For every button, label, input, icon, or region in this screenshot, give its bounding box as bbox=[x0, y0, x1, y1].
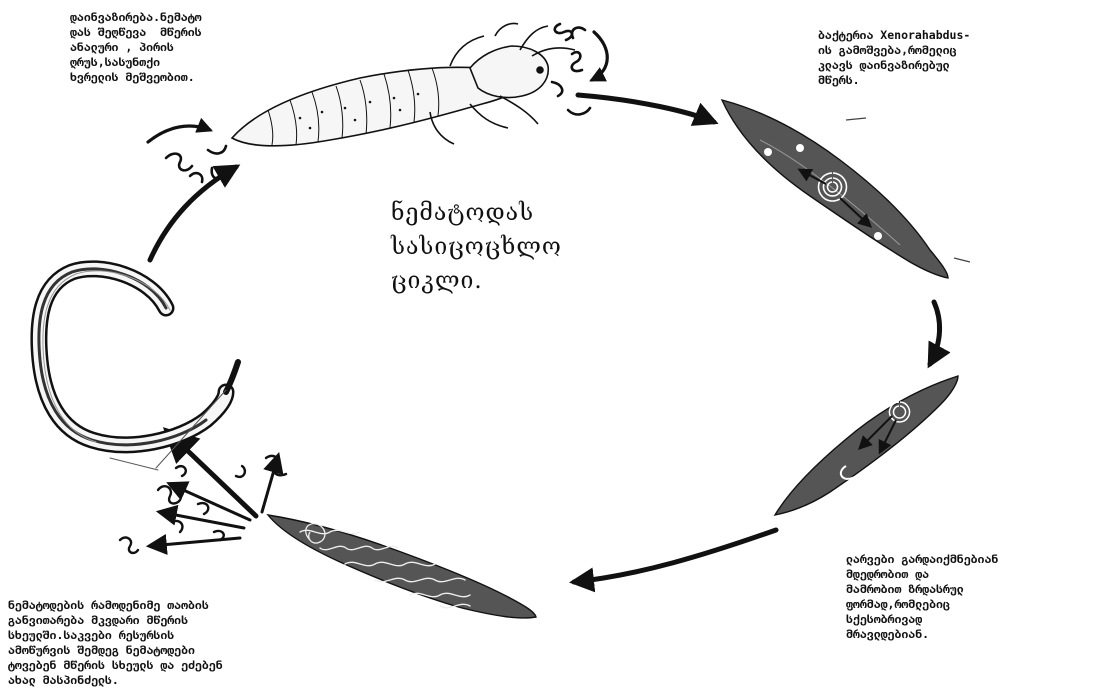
cycle-arrow-top-right bbox=[578, 95, 714, 122]
insect-host-top bbox=[232, 24, 575, 146]
cycle-arrow-left bbox=[150, 167, 236, 260]
emerging-nematodes bbox=[120, 456, 286, 553]
caption-nematode-generations: ნემატოდების რამოდენიმე თაობის განვითარებ… bbox=[8, 598, 223, 688]
host-bacteria-stage bbox=[722, 100, 948, 278]
stray-mark bbox=[954, 258, 970, 262]
diagram-title: ნემატოდას სასიცოცხლო ციკლი. bbox=[391, 196, 562, 298]
caption-bacteria-release: ბაქტერია Xenorahabdus- ის გამოშვება,რომე… bbox=[818, 28, 970, 88]
caption-host-invasion: დაინვაზირება.ნემატო დას შეღწევა მწერის ა… bbox=[70, 10, 202, 85]
host-development-stage bbox=[775, 376, 958, 515]
infective-juvenile-enlarged bbox=[39, 269, 238, 470]
stray-mark bbox=[846, 118, 866, 120]
cycle-arrow-bottom-right bbox=[574, 530, 776, 582]
cycle-arrow-right bbox=[930, 302, 940, 364]
host-cadaver-stage bbox=[268, 515, 536, 618]
caption-larvae-development: ლარვები გარდაიქმნებიან მდედრობით და მამრ… bbox=[846, 552, 998, 642]
